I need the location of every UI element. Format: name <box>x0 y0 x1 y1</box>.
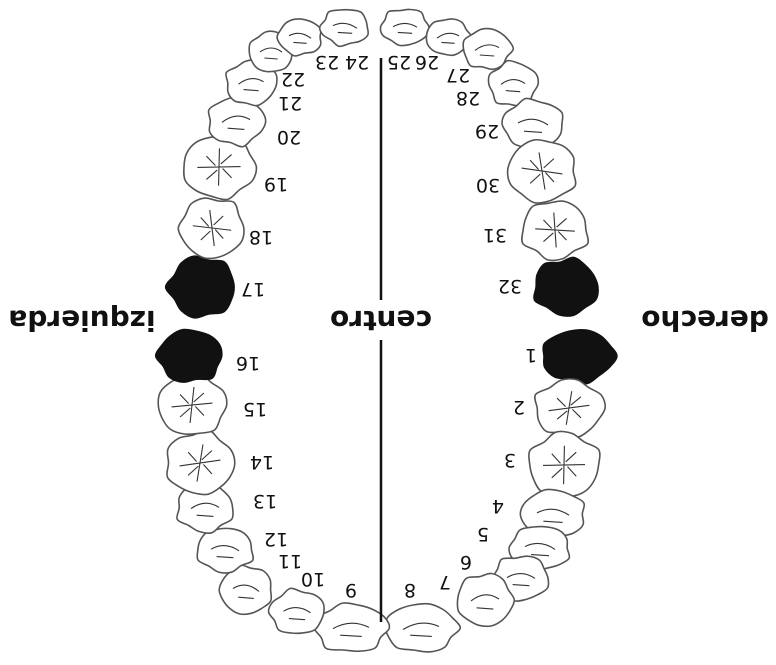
tooth-23 <box>276 18 322 57</box>
tooth-groove <box>402 622 440 637</box>
tooth-number: 26 <box>415 51 439 73</box>
tooth-groove <box>436 32 460 44</box>
tooth-27 <box>462 27 515 71</box>
tooth-groove <box>517 118 549 133</box>
tooth-number: 16 <box>236 352 260 374</box>
tooth-groove <box>542 445 586 485</box>
tooth-groove <box>521 152 563 190</box>
tooth-number: 30 <box>476 174 500 196</box>
tooth-number: 21 <box>278 92 302 114</box>
label-left: izquierda <box>8 304 155 337</box>
tooth-32 <box>533 256 599 317</box>
tooth-number: 10 <box>301 568 325 590</box>
tooth-number: 1 <box>525 344 537 366</box>
tooth-groove <box>197 148 241 186</box>
tooth-number: 31 <box>483 224 507 246</box>
tooth-number: 13 <box>253 490 277 512</box>
tooth-16 <box>154 328 223 383</box>
tooth-groove <box>259 47 283 60</box>
tooth-number: 9 <box>345 579 357 601</box>
tooth-groove <box>288 32 312 44</box>
tooth-number: 14 <box>250 451 274 473</box>
tooth-groove <box>190 502 220 517</box>
tooth-25 <box>379 8 430 47</box>
tooth-groove <box>392 22 418 34</box>
tooth-number: 28 <box>456 87 480 109</box>
tooth-17 <box>164 255 235 319</box>
teeth-layer <box>154 8 618 653</box>
tooth-number: 12 <box>264 528 288 550</box>
tooth-number: 22 <box>281 68 305 90</box>
tooth-groove <box>332 22 358 34</box>
tooth-groove <box>179 444 221 482</box>
tooth-10 <box>267 587 325 635</box>
tooth-number: 15 <box>243 398 267 420</box>
tooth-1 <box>542 328 618 385</box>
tooth-11 <box>218 564 273 616</box>
tooth-number: 27 <box>446 64 470 86</box>
tooth-12 <box>196 527 255 574</box>
tooth-number: 2 <box>513 396 525 418</box>
tooth-groove <box>221 115 251 130</box>
tooth-number: 7 <box>439 571 451 593</box>
tooth-groove <box>232 584 260 599</box>
tooth-groove <box>192 209 232 247</box>
tooth-14 <box>166 428 236 496</box>
tooth-groove <box>210 545 240 559</box>
tooth-26 <box>425 18 473 57</box>
tooth-groove <box>536 508 570 523</box>
tooth-number: 3 <box>504 449 516 471</box>
tooth-number: 32 <box>498 275 522 297</box>
tooth-number: 23 <box>315 51 339 73</box>
tooth-number: 18 <box>249 226 273 248</box>
tooth-number: 20 <box>277 126 301 148</box>
tooth-8 <box>384 602 462 653</box>
tooth-number: 19 <box>264 173 288 195</box>
tooth-7 <box>456 572 516 628</box>
tooth-number: 6 <box>460 551 472 573</box>
tooth-number: 11 <box>278 550 302 572</box>
label-center: centro <box>330 304 432 337</box>
tooth-number: 25 <box>387 51 411 73</box>
tooth-number: 8 <box>404 579 416 601</box>
tooth-groove <box>535 212 575 248</box>
tooth-24 <box>318 8 370 48</box>
tooth-groove <box>470 594 500 610</box>
tooth-number: 29 <box>475 120 499 142</box>
tooth-9 <box>313 602 391 653</box>
tooth-groove <box>332 622 370 637</box>
tooth-groove <box>474 44 500 57</box>
label-right: derecho <box>641 304 769 337</box>
tooth-groove <box>548 391 590 425</box>
tooth-number: 4 <box>492 495 504 517</box>
tooth-groove <box>283 607 311 621</box>
tooth-number: 5 <box>477 523 489 545</box>
tooth-number: 24 <box>345 51 369 73</box>
tooth-groove <box>500 79 526 93</box>
tooth-number: 17 <box>241 278 265 300</box>
tooth-groove <box>524 542 556 557</box>
tooth-groove <box>171 386 213 424</box>
tooth-groove <box>238 78 264 92</box>
tooth-groove <box>506 573 536 587</box>
